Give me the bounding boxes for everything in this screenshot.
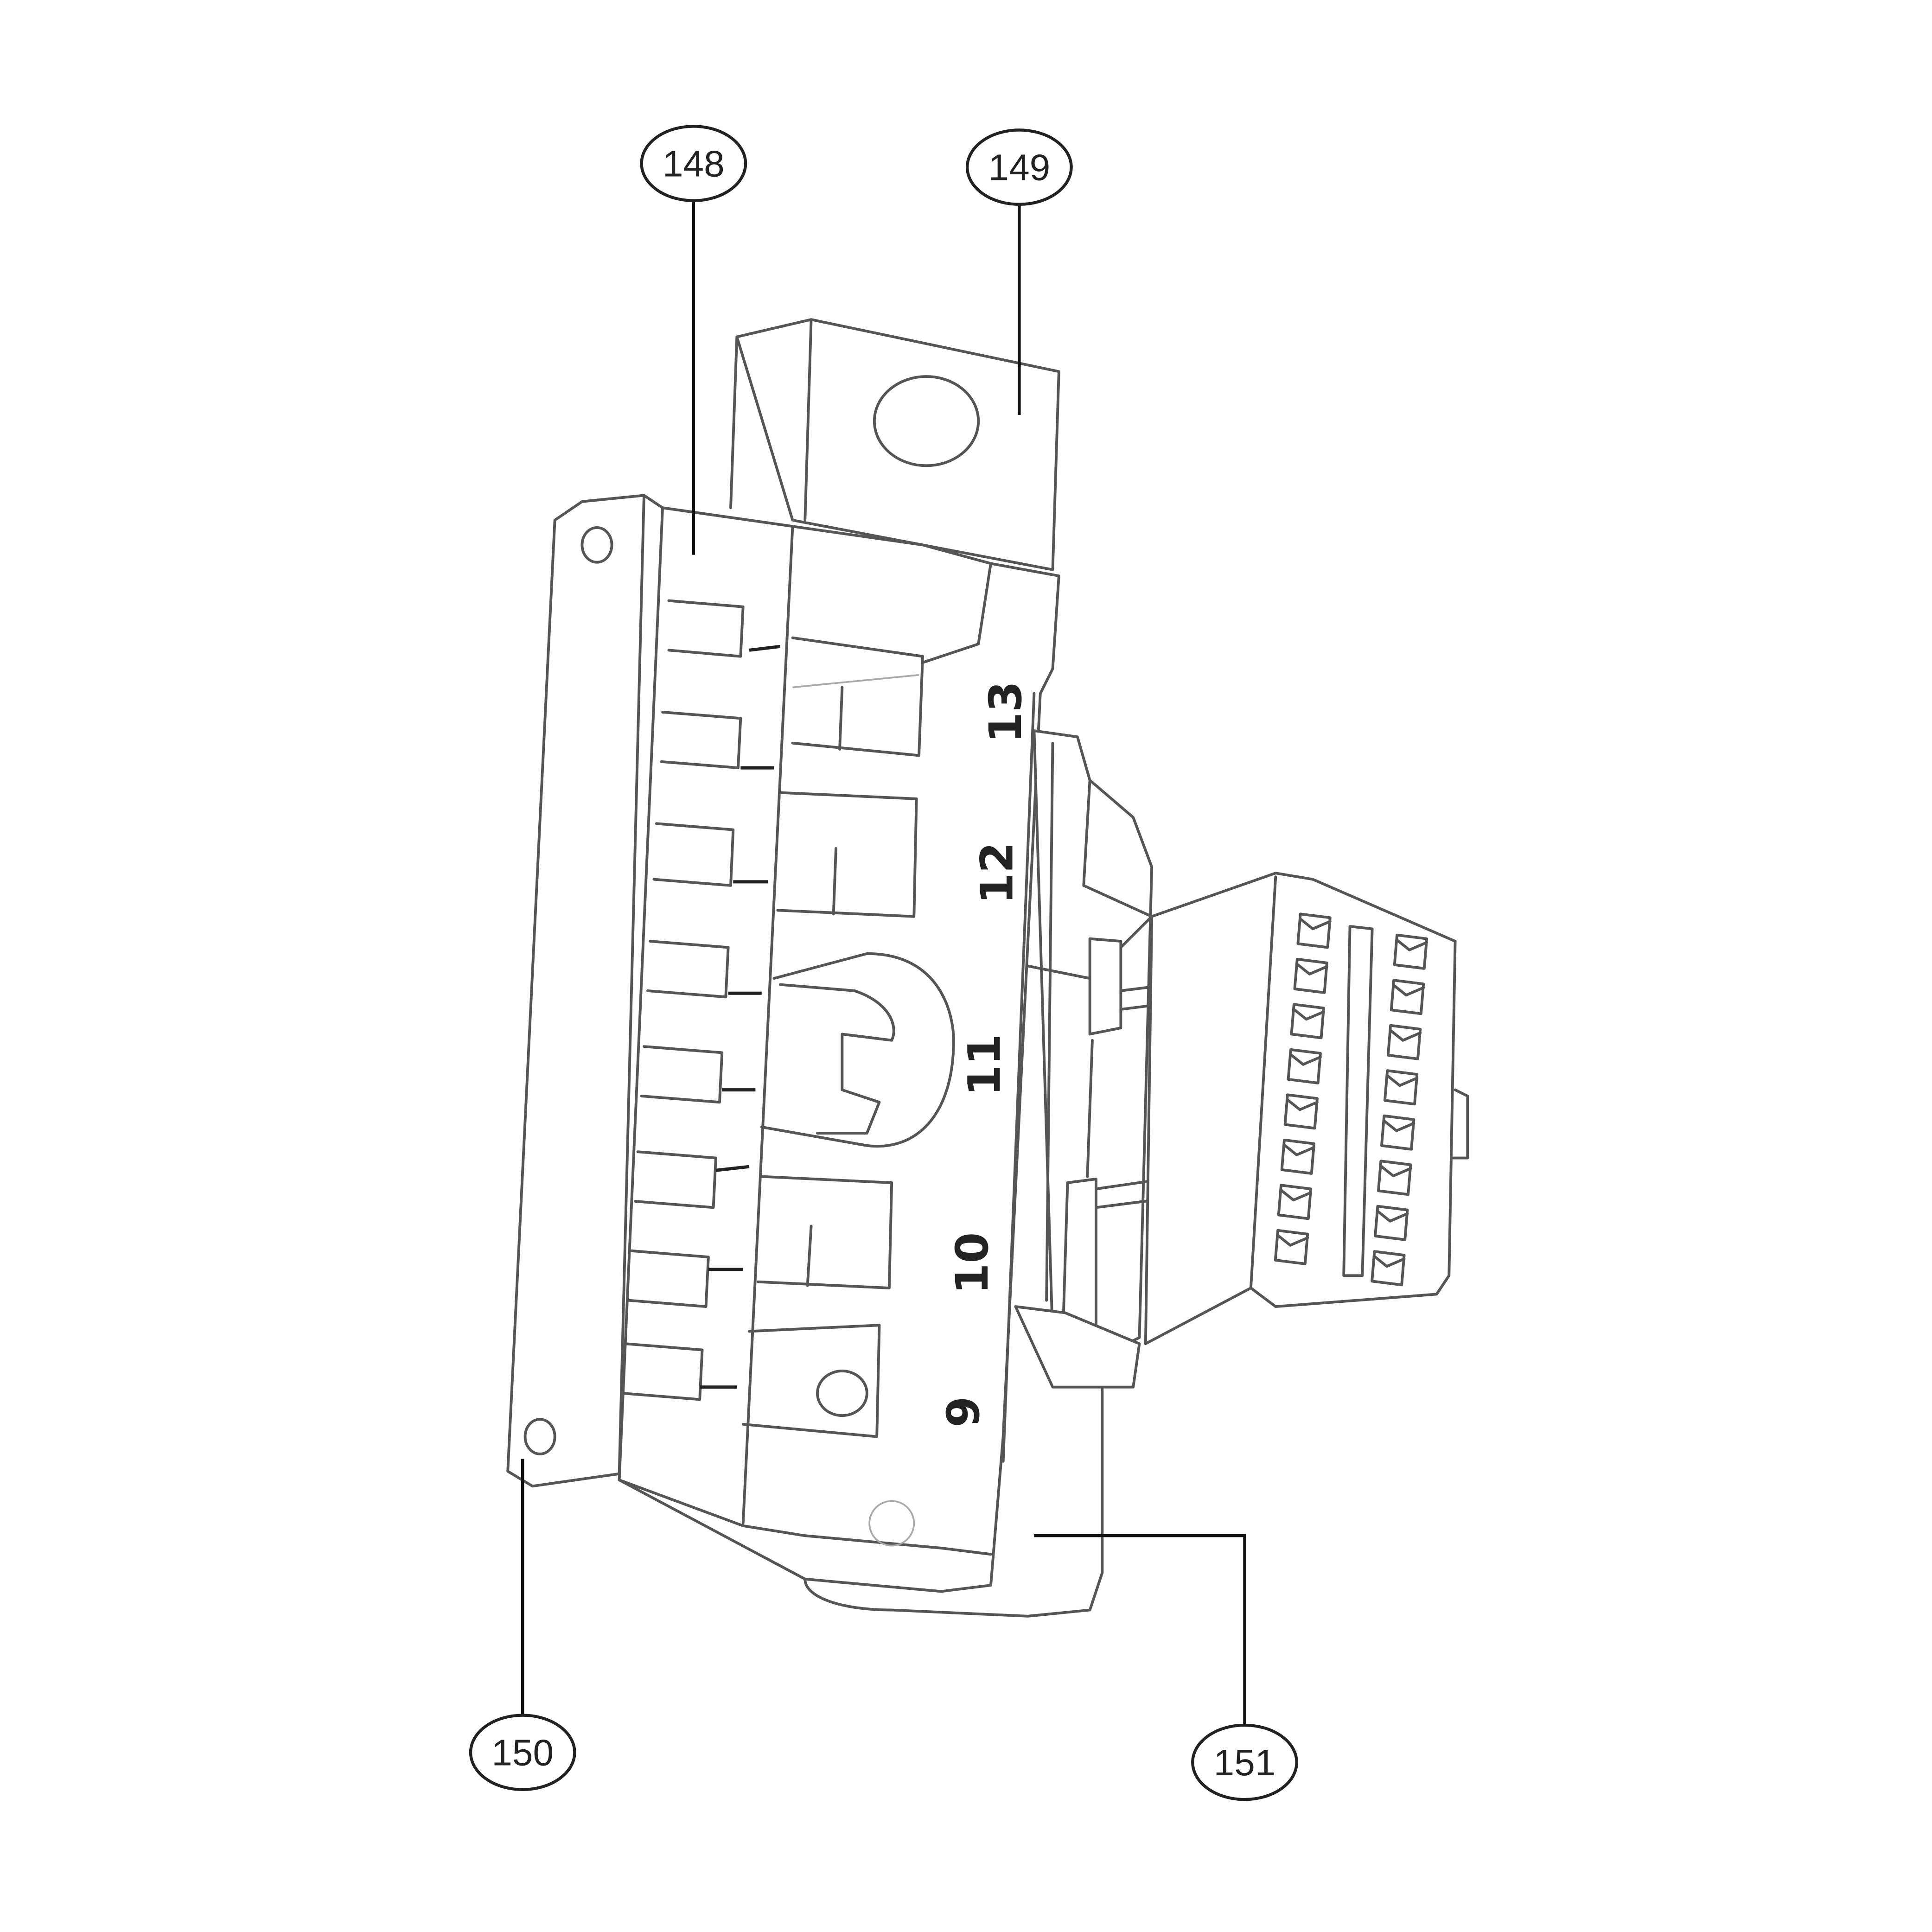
connector-pin [1377,1160,1412,1196]
callout-149[interactable]: 149 [965,128,1073,206]
flange-hole-top [580,526,613,564]
top-mounting-tab [729,318,1060,571]
plug-connector [1144,872,1469,1345]
callout-label: 148 [663,143,725,185]
callout-148[interactable]: 148 [640,125,747,202]
leader-lines [521,200,1246,1725]
connector-pin [1393,933,1428,970]
main-body [618,506,1104,1618]
center-key-rib [1342,925,1374,1277]
connector-pin [1293,957,1328,994]
position-13: 13 [980,681,1032,743]
connector-pin [1290,1003,1325,1039]
connector-pin [1287,1048,1322,1084]
connector-pin [1280,1138,1316,1175]
position-numbers: 13 12 11 10 9 [937,681,1032,1428]
terminal-slots-middle [741,636,924,1438]
position-10: 10 [946,1232,998,1294]
position-9: 9 [937,1396,989,1428]
connector-pin [1296,912,1332,949]
leader-151 [1034,1534,1246,1725]
connector-pin [1274,1229,1309,1265]
connector-pin [1386,1024,1422,1060]
connector-pin [1390,979,1425,1015]
callout-label: 149 [988,147,1051,188]
pin-column-right [1371,933,1428,1287]
flange-hole-bottom [523,1418,556,1455]
position-11: 11 [959,1034,1011,1096]
callout-label: 150 [491,1732,554,1773]
position-12: 12 [971,842,1023,904]
callout-150[interactable]: 150 [469,1714,576,1792]
pin-column-left [1274,912,1332,1265]
connector-pin [1277,1184,1313,1220]
callout-151[interactable]: 151 [1191,1723,1298,1801]
side-bracket [1014,729,1172,1389]
tab-hole [873,375,980,467]
callout-label: 151 [1214,1741,1276,1783]
connector-pin [1371,1250,1406,1287]
terminal-ticks [700,644,781,1389]
connector-pin [1374,1205,1409,1241]
connector-pin [1283,1093,1319,1130]
u-latch [760,952,955,1148]
terminal-slots-left [621,599,745,1401]
connector-pin [1383,1069,1419,1106]
connector-pin [1380,1114,1416,1151]
